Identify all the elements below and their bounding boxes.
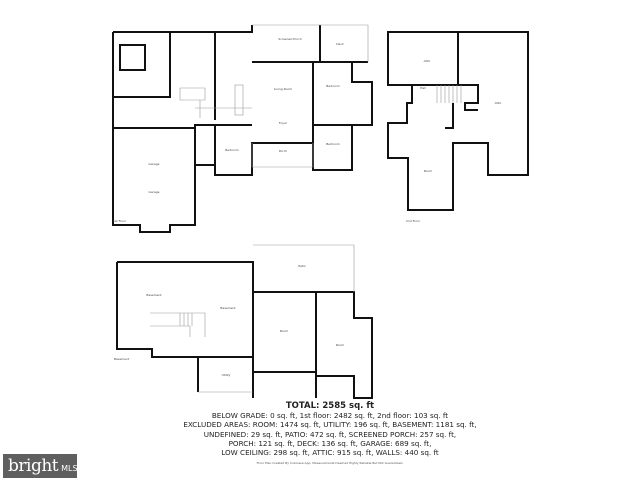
room-label: Basement	[146, 293, 162, 297]
floor-label: 2nd Floor	[406, 219, 421, 223]
second-floor-plan	[387, 31, 529, 211]
room-label: Bedroom	[225, 148, 239, 152]
room-label: Patio	[298, 264, 306, 268]
logo-suffix: MLS	[61, 463, 78, 473]
logo-brand: bright	[8, 456, 59, 476]
room-label: Hall	[420, 86, 426, 90]
first-floor-plan	[112, 24, 373, 233]
room-label: Deck	[336, 42, 344, 46]
room-label: Foyer	[279, 121, 288, 125]
basement-plan	[116, 244, 373, 399]
room-label: Attic	[424, 59, 431, 63]
room-label: Living Room	[274, 87, 292, 91]
summary-line: PORCH: 121 sq. ft, DECK: 136 sq. ft, GAR…	[228, 438, 432, 448]
room-label: Bedroom	[326, 142, 340, 146]
floor-plans: Garage Garage Bedroom Living Room Foyer …	[112, 24, 529, 399]
bright-mls-logo: bright MLS	[3, 454, 78, 478]
room-label: Basement	[220, 306, 236, 310]
room-label: Room	[280, 329, 289, 333]
area-summary: TOTAL: 2585 sq. ft BELOW GRADE: 0 sq. ft…	[150, 401, 510, 465]
summary-line: LOW CEILING: 298 sq. ft, ATTIC: 915 sq. …	[221, 448, 439, 458]
room-label: Porch	[279, 149, 287, 153]
room-label: Utility	[222, 373, 231, 377]
room-label: Attic	[495, 101, 502, 105]
room-label: Screened Porch	[278, 37, 301, 41]
room-labels: Garage Garage Bedroom Living Room Foyer …	[113, 37, 502, 377]
summary-line: UNDEFINED: 29 sq. ft, PATIO: 472 sq. ft,…	[203, 429, 457, 439]
summary-line: EXCLUDED AREAS: ROOM: 1474 sq. ft, UTILI…	[183, 420, 477, 430]
floor-label: Basement	[114, 357, 130, 361]
room-label: Garage	[149, 162, 160, 166]
room-label: Garage	[149, 190, 160, 194]
room-label: Room	[336, 343, 345, 347]
room-label: Room	[424, 169, 433, 173]
room-label: Bedroom	[326, 84, 340, 88]
total-area: TOTAL: 2585 sq. ft	[285, 401, 375, 411]
disclaimer: Floor Plan Created By Cubicasa App. Meas…	[256, 461, 404, 466]
summary-line: BELOW GRADE: 0 sq. ft, 1st floor: 2482 s…	[211, 411, 449, 420]
floor-label: 1st Floor	[113, 219, 127, 223]
